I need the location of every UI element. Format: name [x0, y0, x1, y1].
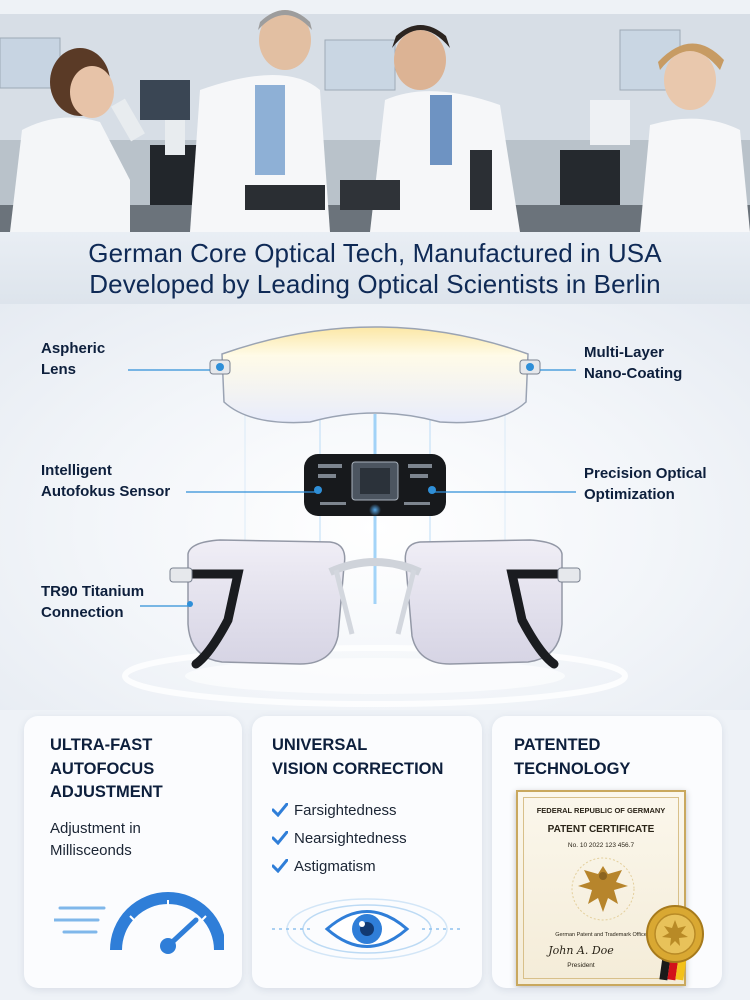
eagle-emblem-icon [571, 857, 635, 921]
card-autofocus: ULTRA-FAST AUTOFOCUS ADJUSTMENT Adjustme… [24, 716, 242, 988]
exploded-glasses-diagram: Aspheric Lens Multi-Layer Nano-Coating I… [0, 304, 750, 710]
list-item: Nearsightedness [272, 824, 407, 852]
callout-tr90-line-2: Connection [41, 604, 124, 621]
certificate-role: President [567, 962, 595, 969]
card-patent-title-line-2: TECHNOLOGY [514, 759, 631, 778]
certificate-signature: John A. Doe [548, 944, 614, 957]
callout-tr90-line-1: TR90 Titanium [41, 583, 145, 600]
callout-precision-line-1: Precision Optical [584, 465, 707, 482]
card-patented-technology: PATENTED TECHNOLOGY FEDERAL REPUBLIC OF … [492, 716, 722, 988]
callout-multi-layer-coating: Multi-Layer Nano-Coating [584, 342, 682, 384]
certificate-title: PATENT CERTIFICATE [547, 824, 655, 835]
gold-seal-icon [646, 905, 704, 981]
callout-tr90-connection: TR90 Titanium Connection [41, 581, 144, 623]
callout-precision-line-2: Optimization [584, 486, 675, 503]
list-item: Farsightedness [272, 796, 407, 824]
callout-aspheric-line-1: Aspheric [41, 340, 106, 357]
callout-precision-optimization: Precision Optical Optimization [584, 463, 707, 505]
card-autofocus-subtitle-line-2: Millisceonds [50, 842, 132, 859]
card-autofocus-title-line-3: ADJUSTMENT [50, 783, 163, 801]
callout-autofocus-sensor: Intelligent Autofokus Sensor [41, 460, 170, 502]
callout-multi-layer-line-2: Nano-Coating [584, 365, 683, 382]
card-vision-title-line-1: UNIVERSAL [272, 736, 368, 754]
card-vision-correction: UNIVERSAL VISION CORRECTION Farsightedne… [252, 716, 482, 988]
vision-item-label: Astigmatism [294, 857, 376, 875]
card-autofocus-title: ULTRA-FAST AUTOFOCUS ADJUSTMENT [50, 734, 163, 805]
card-autofocus-title-line-2: AUTOFOCUS [50, 759, 155, 778]
check-icon [272, 803, 288, 817]
lab-scene-illustration [0, 0, 750, 232]
card-autofocus-subtitle-line-1: Adjustment in [50, 820, 141, 837]
card-patent-title-line-1: PATENTED [514, 736, 601, 754]
card-autofocus-subtitle: Adjustment in Millisceonds [50, 818, 141, 862]
callout-aspheric-lens: Aspheric Lens [41, 338, 105, 380]
card-vision-title: UNIVERSAL VISION CORRECTION [272, 734, 443, 781]
hero-lab-photo [0, 0, 750, 232]
callout-multi-layer-line-1: Multi-Layer [584, 344, 665, 361]
certificate-header: FEDERAL REPUBLIC OF GERMANY [536, 806, 666, 815]
check-icon [272, 831, 288, 845]
callout-sensor-line-2: Autofokus Sensor [41, 483, 171, 500]
headline-banner: German Core Optical Tech, Manufactured i… [0, 232, 750, 304]
glasses-illustration [122, 326, 628, 707]
certificate-number: No. 10 2022 123 456.7 [567, 842, 635, 849]
card-autofocus-title-line-1: ULTRA-FAST [50, 736, 153, 754]
callout-aspheric-line-2: Lens [41, 361, 77, 378]
eye-icon [272, 898, 462, 960]
vision-item-label: Farsightedness [294, 801, 397, 819]
list-item: Astigmatism [272, 852, 407, 880]
headline-line-1: German Core Optical Tech, Manufactured i… [88, 238, 662, 268]
headline-line-2: Developed by Leading Optical Scientists … [89, 269, 661, 299]
check-icon [272, 859, 288, 873]
card-vision-title-line-2: VISION CORRECTION [272, 759, 444, 778]
vision-item-label: Nearsightedness [294, 829, 407, 847]
certificate-office: German Patent and Trademark Office [555, 932, 647, 938]
speedometer-icon [54, 892, 224, 954]
card-patent-title: PATENTED TECHNOLOGY [514, 734, 630, 781]
vision-condition-list: Farsightedness Nearsightedness Astigmati… [272, 796, 407, 880]
callout-sensor-line-1: Intelligent [41, 462, 112, 479]
